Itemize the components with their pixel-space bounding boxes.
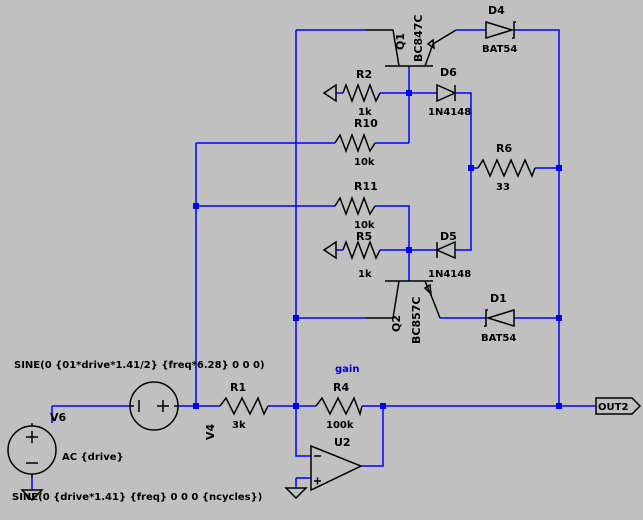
r6-resistor[interactable]: R6 33 [477,142,536,193]
d4-name: D4 [488,4,505,17]
r11-value: 10k [354,220,375,231]
v6-source[interactable]: V6 AC {drive} SINE(0 {drive*1.41} {freq}… [7,411,262,503]
r11-name: R11 [354,180,378,193]
junction-dot [556,165,562,171]
r5-value: 1k [358,269,372,280]
q1-name: Q1 [394,33,407,50]
ground-icon [20,489,44,502]
r2-value: 1k [358,107,372,118]
q1-transistor[interactable]: Q1 BC847C [365,15,457,67]
r4-name: R4 [333,381,349,394]
ground-icon [322,83,337,103]
r6-name: R6 [496,142,512,155]
ground-icon [322,240,337,260]
q1-value: BC847C [412,15,425,63]
d5-value: 1N4148 [428,269,471,280]
r10-value: 10k [354,157,375,168]
v4-name: V4 [204,423,217,440]
r4-value: 100k [326,420,354,431]
r2-name: R2 [356,68,372,81]
out2-net-label[interactable]: OUT2 [590,397,642,415]
junction-dot [556,315,562,321]
v6-value: AC {drive} [62,452,124,463]
d4-value: BAT54 [482,44,517,55]
r6-value: 33 [496,182,510,193]
d5-diode[interactable]: D5 1N4148 [428,230,471,280]
wires [31,29,590,490]
junction-dot [406,90,412,96]
junction-dot [293,403,299,409]
d1-value: BAT54 [481,333,516,344]
junction-dot [193,403,199,409]
d6-diode[interactable]: D6 1N4148 [428,66,471,118]
d1-diode[interactable]: D1 BAT54 [481,292,516,344]
r10-resistor[interactable]: R10 10k [334,117,378,168]
q2-value: BC857C [410,297,423,345]
d6-name: D6 [440,66,457,79]
d5-name: D5 [440,230,457,243]
r1-name: R1 [230,381,246,394]
junction-dot [380,403,386,409]
d1-name: D1 [490,292,507,305]
v6-name: V6 [50,411,67,424]
r10-name: R10 [354,117,378,130]
r11-resistor[interactable]: R11 10k [334,180,378,231]
junction-dot [293,315,299,321]
r4-param: gain [335,364,359,375]
junction-dot [468,165,474,171]
out2-label: OUT2 [598,402,628,413]
v6-directive: SINE(0 {drive*1.41} {freq} 0 0 0 {ncycle… [12,492,262,503]
r1-value: 3k [232,420,246,431]
u2-name: U2 [334,436,351,449]
r4-resistor[interactable]: gain R4 100k [315,364,363,431]
junction-dot [556,403,562,409]
d6-value: 1N4148 [428,107,471,118]
r1-resistor[interactable]: R1 3k [219,381,269,431]
v4-directive: SINE(0 {01*drive*1.41/2} {freq*6.28} 0 0… [14,360,265,371]
u2-opamp[interactable]: U2 [284,436,363,500]
junctions [193,90,562,409]
q2-name: Q2 [390,315,403,332]
junction-dot [193,203,199,209]
r5-resistor[interactable]: R5 1k [322,230,381,280]
r2-resistor[interactable]: R2 1k [322,68,381,118]
v4-source[interactable]: V4 SINE(0 {01*drive*1.41/2} {freq*6.28} … [14,360,265,440]
r5-name: R5 [356,230,372,243]
junction-dot [406,247,412,253]
ground-icon [284,487,308,500]
d4-diode[interactable]: D4 BAT54 [482,4,517,55]
q2-transistor[interactable]: Q2 BC857C [365,280,441,345]
